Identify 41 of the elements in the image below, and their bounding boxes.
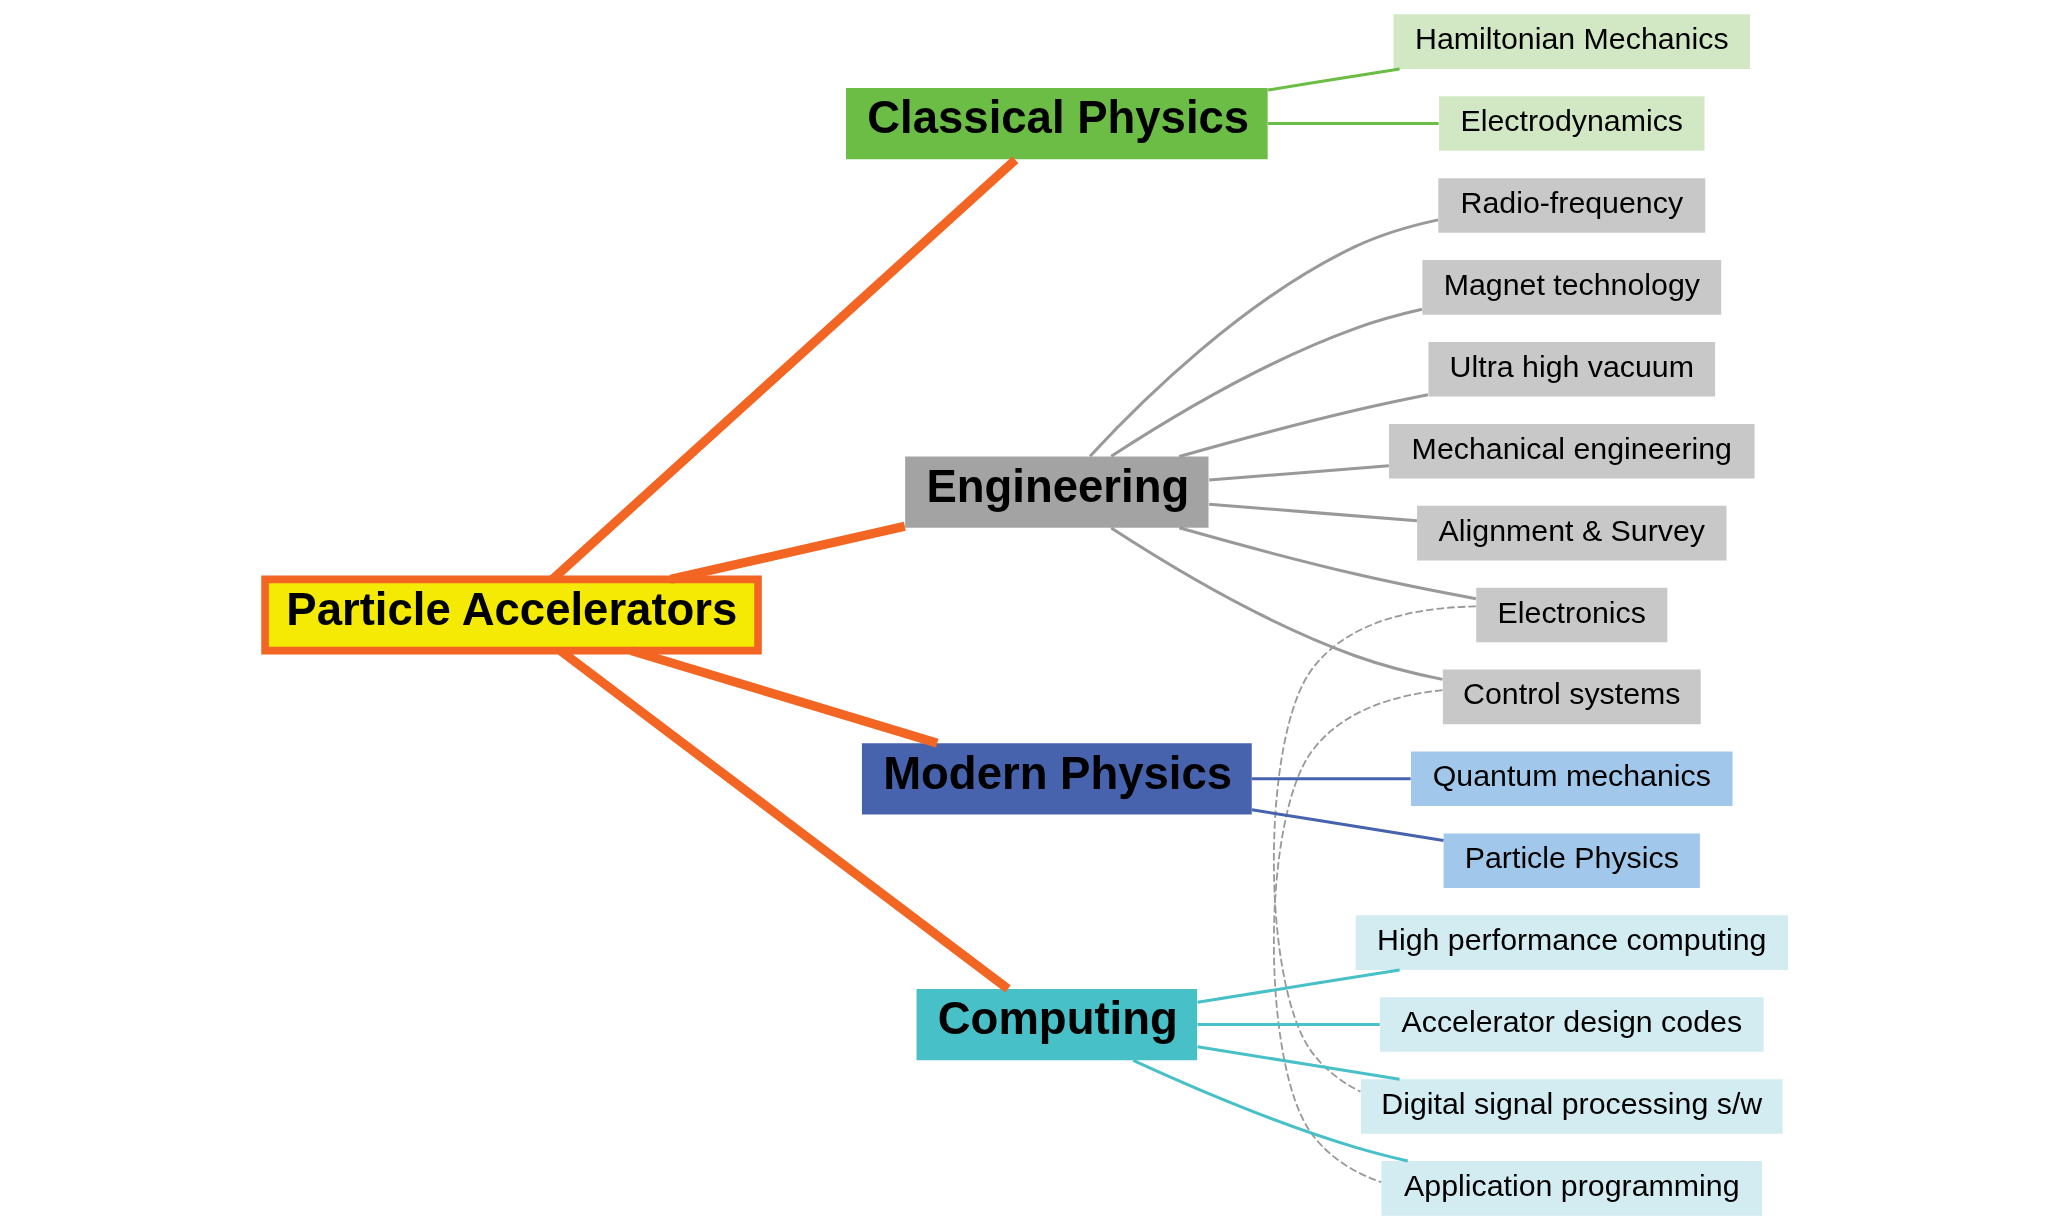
node-box: Computing [916, 988, 1198, 1061]
connector [1267, 67, 1400, 92]
node-box: Mechanical engineering [1389, 423, 1755, 479]
node-box: Accelerator design codes [1379, 997, 1764, 1052]
connector [669, 521, 906, 584]
connector [557, 647, 1011, 993]
connector [1209, 464, 1389, 482]
node-box: Classical Physics [846, 87, 1268, 160]
connector [1209, 502, 1418, 523]
connector [1132, 1059, 1409, 1163]
node-box: Engineering [905, 456, 1209, 528]
node-box: Electronics [1476, 587, 1668, 643]
node-box: Quantum mechanics [1411, 751, 1733, 807]
connector [630, 646, 939, 748]
node-box: Hamiltonian Mechanics [1393, 14, 1750, 69]
connector [1251, 777, 1411, 781]
connector [1272, 689, 1444, 1184]
connector [1268, 122, 1439, 126]
connector [1272, 605, 1477, 1093]
node-box: Alignment & Survey [1417, 505, 1727, 561]
node-box: Modern Physics [861, 743, 1252, 815]
connector [1110, 526, 1443, 681]
node-box: Control systems [1442, 669, 1701, 725]
connector [1088, 218, 1439, 458]
connector [1197, 1045, 1400, 1081]
node-box: Digital signal processing s/w [1360, 1079, 1783, 1134]
node-box: High performance computing [1355, 915, 1788, 970]
connector [1197, 968, 1400, 1004]
connector [1178, 393, 1429, 458]
connector [1178, 526, 1477, 601]
connector [549, 156, 1019, 583]
connector [1110, 307, 1423, 458]
connector [1197, 1023, 1380, 1027]
connector [1251, 808, 1444, 842]
node-box: Particle Accelerators [261, 575, 762, 655]
node-box: Ultra high vacuum [1428, 342, 1716, 397]
node-box: Electrodynamics [1439, 96, 1705, 151]
node-box: Magnet technology [1422, 260, 1722, 315]
node-box: Application programming [1381, 1161, 1763, 1216]
node-box: Radio-frequency [1438, 178, 1706, 233]
node-box: Particle Physics [1443, 833, 1700, 888]
